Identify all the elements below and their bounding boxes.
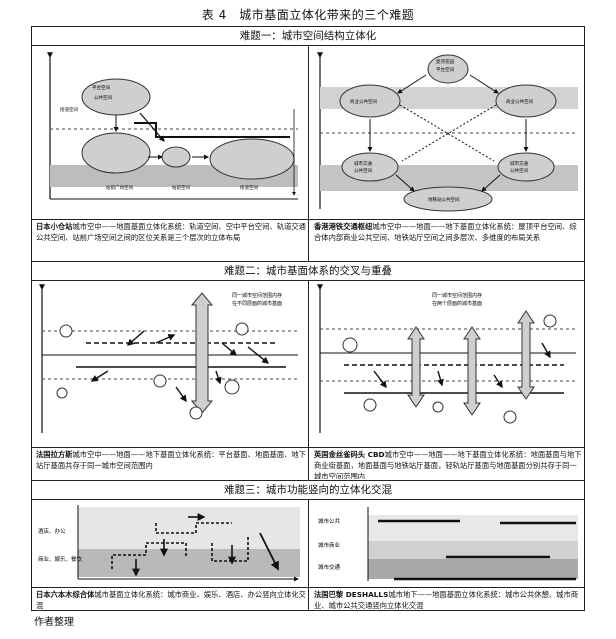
section-heading-1: 难题一：城市空间结构立体化	[32, 27, 584, 46]
diagram-la-defense: 同一城市空间范围内存 在不同层面的城市基面	[36, 283, 304, 445]
caption-kokura: 日本小仓站城市空中——地面基面立体化系统：轨道空间、空中平台空间、轨道交通公共空…	[36, 221, 306, 259]
diagram-label: 在两个层面的城市基面	[432, 300, 482, 307]
diagram-kokura-station: 平台空间 公共空间 站前广场空间 街道空间 站前空间 街道空间	[36, 49, 304, 219]
caption-text: 城市空中——地面——地下基面立体化系统：地面基面与地下商业街基面，地面基面与地铁…	[314, 450, 582, 479]
diagram-label: 城市交通	[510, 160, 528, 167]
diagram-label: 商业公共空间	[350, 98, 377, 105]
caption-hong-kong: 香港港铁交通枢纽城市空中——地面——地下基面立体化系统：屋顶平台空间、综合体内部…	[314, 221, 582, 259]
diagram-les-halles: 城市公共 城市商业 城市交通	[314, 503, 582, 587]
diagram-label: 商业、娱乐、餐饮	[38, 555, 83, 563]
caption-text: 城市空中——地面——地下基面立体化系统：平台基面、地面基面、地下站厅基面共存于同…	[36, 450, 306, 470]
caption-la-defense: 法国拉方斯城市空中——地面——地下基面立体化系统：平台基面、地面基面、地下站厅基…	[36, 449, 306, 479]
caption-subject: 法国拉方斯	[36, 450, 73, 459]
caption-subject: 法国巴黎 DESHALLS	[314, 590, 389, 599]
section-heading-3: 难题三：城市功能竖向的立体化交混	[32, 481, 584, 500]
diagram-label: 平台空间	[436, 66, 454, 73]
section-heading-2: 难题二：城市基面体系的交叉与重叠	[32, 262, 584, 281]
difficulty-table: 难题一：城市空间结构立体化 平台空间 公共空间 站前广场空间 街道空间	[31, 26, 585, 611]
diagram-label: 屋顶花园	[436, 58, 454, 65]
caption-canary-wharf: 英国金丝雀码头 CBD城市空中——地面——地下基面立体化系统：地面基面与地下商业…	[314, 449, 582, 479]
diagram-label: 公共空间	[94, 94, 112, 101]
diagram-label: 同一城市空间范围内存	[432, 292, 482, 299]
caption-subject: 日本六本木综合体	[36, 590, 95, 599]
diagram-label: 商业公共空间	[506, 98, 533, 105]
row-divider	[32, 447, 584, 448]
diagram-label: 地铁站公共空间	[428, 196, 460, 203]
caption-subject: 英国金丝雀码头 CBD	[314, 450, 385, 459]
diagram-label: 公共空间	[354, 167, 372, 174]
page-title: 表 4 城市基面立体化带来的三个难题	[201, 8, 415, 22]
diagram-label: 城市交通	[354, 160, 372, 167]
diagram-label: 城市公共	[318, 517, 341, 525]
row-divider	[32, 261, 584, 262]
column-divider	[308, 280, 309, 480]
caption-text: 城市空中——地面——地下基面立体化系统：屋顶平台空间、综合体内部商业公共空间、地…	[314, 222, 577, 242]
caption-text: 城市地下——地面基面立体化系统：城市公共休憩、城市商业、城市公共交通竖向立体化交…	[314, 590, 579, 610]
diagram-label: 酒店、办公	[38, 527, 66, 535]
diagram-canary-wharf: 同一城市空间范围内存 在两个层面的城市基面	[314, 283, 582, 445]
row-divider	[32, 480, 584, 481]
caption-text: 城市基面立体化系统：城市商业、娱乐、酒店、办公竖向立体化交混	[36, 590, 306, 610]
diagram-label: 街道空间	[240, 184, 258, 191]
diagram-label: 街道空间	[60, 106, 78, 113]
diagram-label: 公共空间	[510, 167, 528, 174]
footnote-source: 作者整理	[34, 617, 74, 628]
diagram-label: 在不同层面的城市基面	[232, 300, 282, 307]
caption-roppongi: 日本六本木综合体城市基面立体化系统：城市商业、娱乐、酒店、办公竖向立体化交混	[36, 589, 306, 611]
caption-subject: 香港港铁交通枢纽	[314, 222, 373, 231]
row-divider	[32, 219, 584, 220]
diagram-label: 城市商业	[318, 541, 341, 549]
diagram-label: 站前广场空间	[106, 184, 133, 191]
diagram-label: 城市交通	[318, 563, 341, 571]
diagram-roppongi: 酒店、办公 商业、娱乐、餐饮	[36, 503, 304, 587]
caption-subject: 日本小仓站	[36, 222, 73, 231]
column-divider	[308, 45, 309, 261]
caption-les-halles: 法国巴黎 DESHALLS城市地下——地面基面立体化系统：城市公共休憩、城市商业…	[314, 589, 582, 611]
diagram-label: 站前空间	[172, 184, 190, 191]
column-divider	[308, 499, 309, 610]
row-divider	[32, 587, 584, 588]
diagram-hong-kong-hub: 屋顶花园 平台空间 商业公共空间 商业公共空间 城市交通 公共空间 城市交通 公…	[314, 49, 582, 219]
diagram-label: 同一城市空间范围内存	[232, 292, 282, 299]
diagram-label: 平台空间	[92, 84, 110, 91]
caption-text: 城市空中——地面基面立体化系统：轨道空间、空中平台空间、轨道交通公共空间、站前广…	[36, 222, 306, 242]
